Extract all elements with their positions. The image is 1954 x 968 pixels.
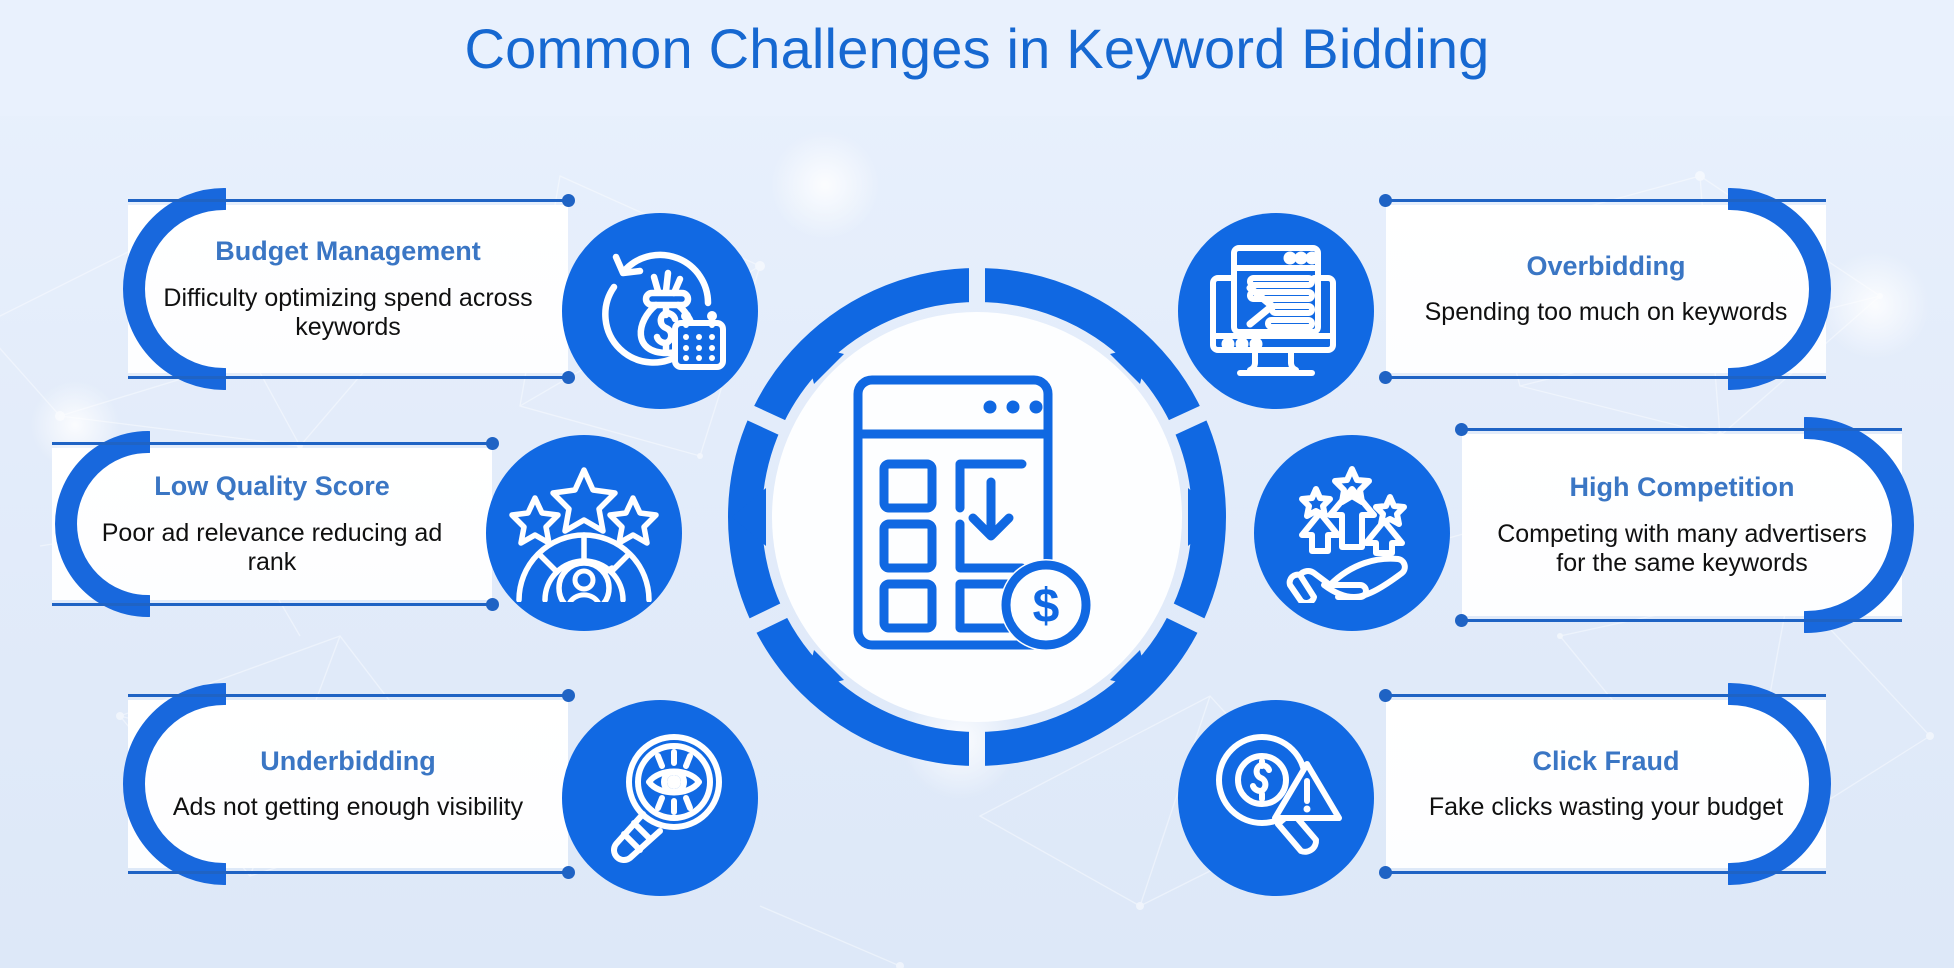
- card-title: Budget Management: [215, 236, 481, 267]
- card-bottom-line: [1386, 871, 1826, 874]
- card-top-line: [52, 442, 492, 445]
- card-bottom-line: [1386, 376, 1826, 379]
- hand-rising-arrows-stars-icon: [1286, 466, 1408, 603]
- card-bottom-dot: [562, 866, 575, 879]
- card-bottom-dot: [562, 371, 575, 384]
- center-hub: $: [710, 250, 1244, 784]
- card-left-arc: [123, 683, 226, 885]
- monitor-ad-code-icon: [1210, 245, 1336, 376]
- card-click-fraud[interactable]: Click Fraud Fake clicks wasting your bud…: [1379, 683, 1831, 885]
- card-bottom-line: [1462, 619, 1902, 622]
- card-low-quality-score[interactable]: Low Quality Score Poor ad relevance redu…: [52, 431, 499, 617]
- card-title: High Competition: [1569, 472, 1795, 503]
- card-bottom-dot: [486, 598, 499, 611]
- card-panel: [52, 448, 492, 600]
- card-top-dot: [486, 437, 499, 450]
- card-top-line: [1386, 199, 1826, 202]
- card-right-arc: [1728, 683, 1831, 885]
- card-bottom-line: [128, 376, 568, 379]
- card-bottom-dot: [1379, 866, 1392, 879]
- card-description: Difficulty optimizing spend across keywo…: [163, 283, 533, 341]
- icon-bubble-overbidding[interactable]: [1178, 213, 1374, 409]
- card-text: Click Fraud Fake clicks wasting your bud…: [1386, 700, 1826, 868]
- card-title: Underbidding: [260, 745, 436, 776]
- card-top-dot: [1455, 423, 1468, 436]
- card-text: High Competition Competing with many adv…: [1462, 434, 1902, 616]
- icon-bubble-budget-management[interactable]: [562, 213, 758, 409]
- card-panel: [1386, 700, 1826, 868]
- magnifier-dollar-warning-icon: [1216, 734, 1342, 855]
- icon-bubble-click-fraud[interactable]: [1178, 700, 1374, 896]
- card-panel: [1462, 434, 1902, 616]
- card-top-dot: [1379, 689, 1392, 702]
- card-panel: [128, 700, 568, 868]
- star-gauge-rating-icon: [509, 467, 659, 602]
- card-top-line: [1462, 428, 1902, 431]
- card-description: Ads not getting enough visibility: [172, 793, 524, 822]
- card-overbidding[interactable]: Overbidding Spending too much on keyword…: [1379, 188, 1831, 390]
- card-text: Underbidding Ads not getting enough visi…: [128, 700, 568, 868]
- card-title: Click Fraud: [1532, 745, 1680, 776]
- card-bottom-line: [128, 871, 568, 874]
- card-bottom-dot: [1379, 371, 1392, 384]
- svg-text:$: $: [1033, 580, 1060, 633]
- magnifier-eye-icon: [611, 734, 722, 863]
- money-bag-calendar-icon: [602, 251, 726, 370]
- card-left-arc: [123, 188, 226, 390]
- card-top-line: [1386, 694, 1826, 697]
- card-top-line: [128, 199, 568, 202]
- card-description: Poor ad relevance reducing ad rank: [101, 518, 443, 576]
- card-title: Low Quality Score: [154, 471, 390, 502]
- card-text: Overbidding Spending too much on keyword…: [1386, 205, 1826, 373]
- card-top-line: [128, 694, 568, 697]
- header-band: [0, 0, 1954, 116]
- ad-dashboard-dollar-icon: $: [853, 375, 1092, 651]
- icon-bubble-underbidding[interactable]: [562, 700, 758, 896]
- card-top-dot: [562, 194, 575, 207]
- card-bottom-line: [52, 603, 492, 606]
- card-description: Fake clicks wasting your budget: [1428, 793, 1784, 822]
- card-bottom-dot: [1455, 614, 1468, 627]
- card-right-arc: [1804, 417, 1914, 633]
- card-right-arc: [1728, 188, 1831, 390]
- page-title: Common Challenges in Keyword Bidding: [464, 17, 1490, 80]
- card-title: Overbidding: [1526, 250, 1686, 281]
- card-panel: [1386, 205, 1826, 373]
- card-budget-management[interactable]: Budget Management Difficulty optimizing …: [123, 188, 575, 390]
- card-description: Competing with many advertisers for the …: [1497, 519, 1867, 577]
- card-underbidding[interactable]: Underbidding Ads not getting enough visi…: [123, 683, 575, 885]
- card-top-dot: [562, 689, 575, 702]
- card-description: Spending too much on keywords: [1424, 298, 1788, 327]
- card-high-competition[interactable]: High Competition Competing with many adv…: [1455, 417, 1914, 633]
- card-left-arc: [55, 431, 150, 617]
- icon-bubble-low-quality-score[interactable]: [486, 435, 682, 631]
- icon-bubble-high-competition[interactable]: [1254, 435, 1450, 631]
- card-panel: [128, 205, 568, 373]
- card-text: Low Quality Score Poor ad relevance redu…: [52, 448, 492, 600]
- card-top-dot: [1379, 194, 1392, 207]
- card-text: Budget Management Difficulty optimizing …: [128, 205, 568, 373]
